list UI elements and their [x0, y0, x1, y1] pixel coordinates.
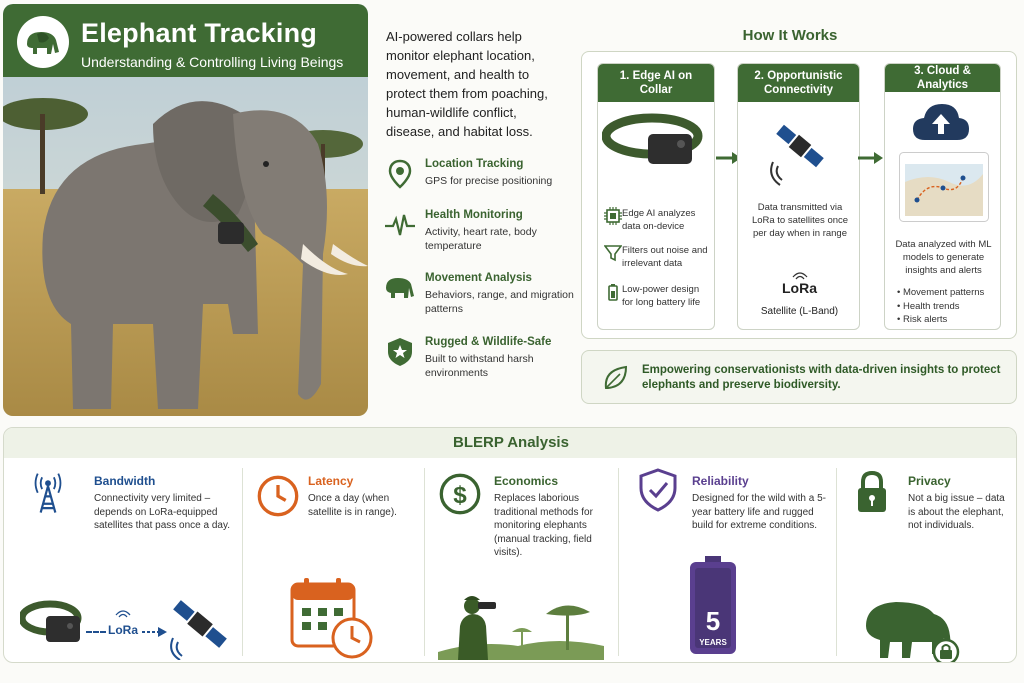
blerp-header [4, 428, 1016, 458]
step-connectivity: 2. Opportunistic Connectivity Data trans… [737, 63, 860, 330]
battery-icon [690, 556, 736, 654]
lora-waves-icon [792, 272, 808, 280]
blerp-reliability: Reliability Designed for the wild with a… [636, 466, 832, 658]
step-title: 3. Cloud & Analytics [885, 64, 1000, 92]
analytics-bullets: • Movement patterns • Health trends • Ri… [897, 286, 984, 327]
intro-text: AI-powered collars help monitor elephant… [386, 29, 548, 139]
step-item: Low-power design for long battery life [622, 284, 701, 308]
blerp-col-desc: Designed for the wild with a 5-year batt… [692, 493, 826, 531]
column-divider [836, 468, 837, 656]
satellite-icon [170, 600, 227, 660]
blerp-title: BLERP Analysis [453, 434, 569, 451]
elephant-logo-icon [17, 16, 69, 68]
step-desc: Data transmitted via LoRa to satellites … [751, 202, 849, 239]
location-pin-icon [388, 159, 412, 189]
bullet-item: • Health trends [897, 300, 960, 312]
feature-movement-analysis: Movement Analysis Behaviors, range, and … [384, 272, 574, 322]
lock-icon [858, 470, 886, 512]
satellite-icon [770, 124, 824, 186]
feature-desc: Behaviors, range, and migration patterns [425, 289, 574, 315]
feature-title: Health Monitoring [425, 209, 523, 221]
feature-desc: GPS for precise positioning [425, 175, 553, 187]
mission-text: Empowering conservationists with data-dr… [642, 364, 1001, 391]
dashed-link [86, 631, 106, 633]
shield-star-icon [388, 338, 412, 366]
bullet-item: • Risk alerts [897, 314, 948, 325]
column-divider [242, 468, 243, 656]
title-banner: Elephant Tracking Understanding & Contro… [3, 4, 368, 77]
battery-years-number: 5 [705, 606, 721, 636]
step-caption: Satellite (L-Band) [760, 306, 839, 317]
step-title: 2. Opportunistic Connectivity [738, 64, 859, 102]
radio-tower-icon [34, 473, 62, 513]
ranger-savanna-illustration [438, 596, 604, 660]
blerp-privacy: Privacy Not a big issue – data is about … [850, 466, 1012, 662]
battery-years-label: YEARS [699, 638, 727, 647]
hero-panel: Elephant Tracking Understanding & Contro… [3, 4, 368, 416]
dollar-icon: $ [439, 473, 481, 515]
column-divider [424, 468, 425, 656]
step-edge-ai: 1. Edge AI on Collar Edge AI analyzes da… [597, 63, 715, 330]
filter-icon [604, 245, 622, 262]
calendar-clock-icon [290, 578, 373, 659]
step-item: Filters out noise and irrelevant data [622, 245, 708, 269]
mission-banner: Empowering conservationists with data-dr… [581, 350, 1017, 404]
lora-waves-icon [115, 610, 131, 618]
blerp-col-title: Bandwidth [94, 474, 156, 488]
lora-logo: LoRa [782, 280, 817, 296]
blerp-col-desc: Once a day (when satellite is in range). [308, 493, 397, 518]
leaf-icon [604, 365, 628, 389]
blerp-bandwidth: Bandwidth Connectivity very limited – de… [20, 466, 242, 660]
how-it-works-title: How It Works [742, 27, 838, 44]
feature-desc: Activity, heart rate, body temperature [425, 226, 537, 252]
blerp-col-desc: Not a big issue – data is about the elep… [908, 493, 1005, 531]
page-title: Elephant Tracking [81, 18, 317, 48]
blerp-col-title: Economics [494, 474, 559, 488]
blerp-col-desc: Replaces laborious traditional methods f… [494, 493, 593, 558]
svg-text:$: $ [453, 482, 467, 509]
battery-icon [608, 284, 618, 301]
step-title: 1. Edge AI on Collar [598, 64, 714, 102]
elephant-lock-illustration [866, 602, 960, 662]
blerp-col-title: Reliability [692, 474, 749, 488]
map-screen-image [899, 152, 989, 222]
page-subtitle: Understanding & Controlling Living Being… [81, 54, 344, 70]
arrow-right-icon [716, 152, 741, 164]
step-cloud-analytics: 3. Cloud & Analytics Data analyzed with … [884, 63, 1001, 330]
clock-icon [257, 475, 299, 517]
feature-title: Location Tracking [425, 158, 524, 170]
feature-desc: Built to withstand harsh environments [425, 353, 534, 379]
blerp-col-title: Latency [308, 474, 354, 488]
chip-icon [604, 207, 622, 225]
blerp-economics: $ Economics Replaces laborious tradition… [438, 466, 614, 660]
collar-image [602, 113, 703, 164]
step-item: Edge AI analyzes data on-device [622, 208, 696, 232]
elephant-icon [386, 278, 414, 298]
arrow-right-icon [858, 152, 883, 164]
blerp-col-desc: Connectivity very limited – depends on L… [94, 493, 231, 531]
feature-location-tracking: Location Tracking GPS for precise positi… [384, 158, 574, 198]
lora-label: LoRa [108, 623, 138, 637]
collar-image [20, 600, 82, 642]
blerp-latency: Latency Once a day (when satellite is in… [256, 466, 424, 659]
bullet-item: • Movement patterns [897, 287, 985, 298]
blerp-panel: BLERP Analysis Bandwidth Connectivity ve… [3, 427, 1017, 663]
heartbeat-icon [385, 214, 415, 236]
arrow-right-icon [142, 627, 167, 637]
feature-title: Movement Analysis [425, 272, 532, 284]
feature-rugged: Rugged & Wildlife-Safe Built to withstan… [384, 336, 574, 386]
column-divider [618, 468, 619, 656]
feature-health-monitoring: Health Monitoring Activity, heart rate, … [384, 209, 574, 259]
feature-title: Rugged & Wildlife-Safe [425, 336, 552, 348]
blerp-col-title: Privacy [908, 474, 951, 488]
step-desc: Data analyzed with ML models to generate… [895, 239, 992, 276]
cloud-upload-icon [913, 104, 969, 140]
shield-check-icon [639, 468, 677, 512]
